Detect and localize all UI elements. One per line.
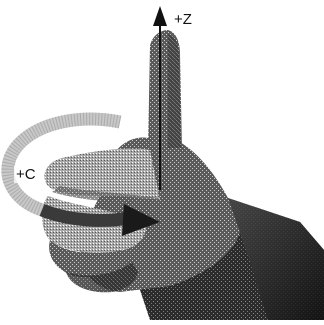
z-axis-label: +Z (174, 12, 192, 27)
hand-icon (42, 30, 324, 320)
c-rotation-label: +C (14, 166, 38, 183)
